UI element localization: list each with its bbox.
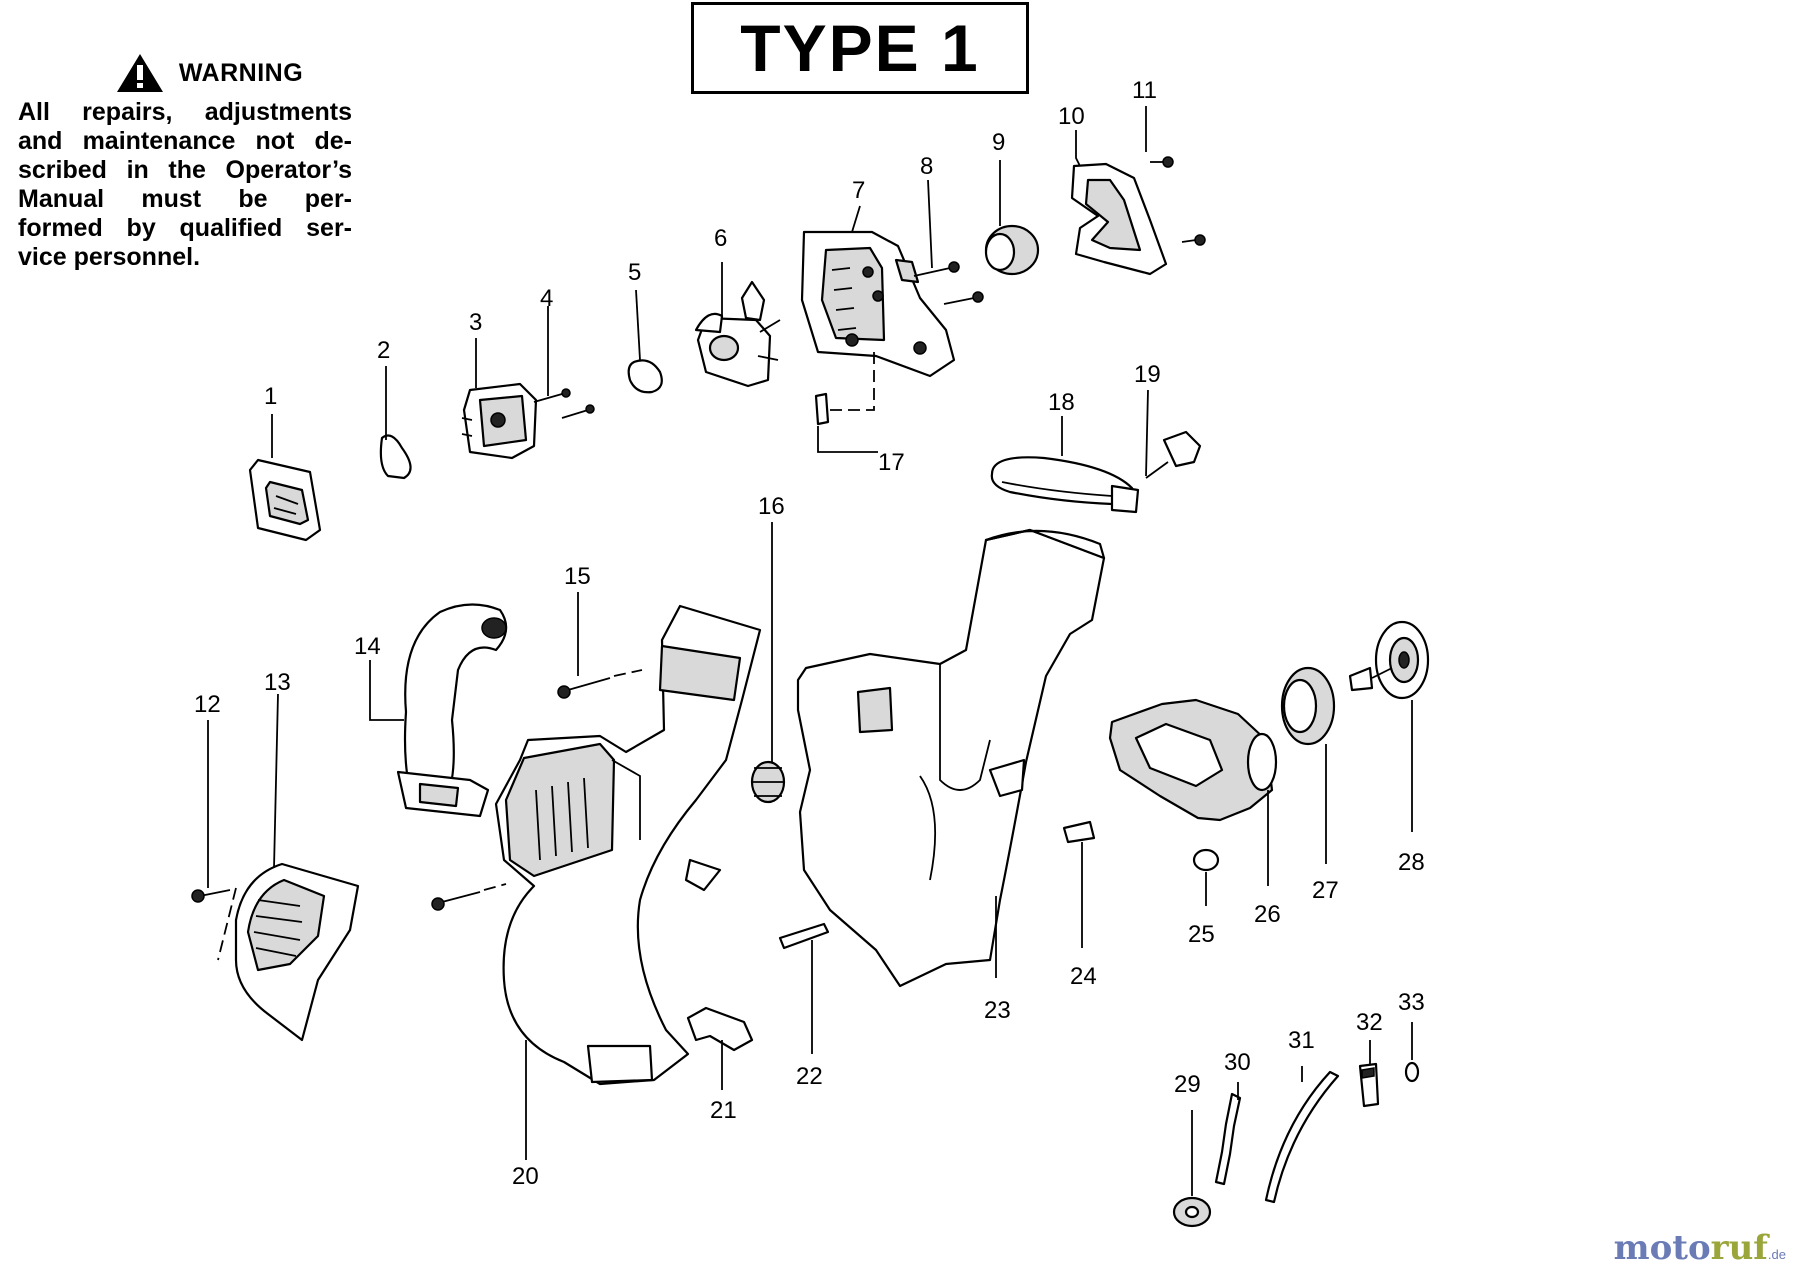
- callout-28: 28: [1398, 849, 1425, 876]
- warning-line: scribed in the Operator’s: [18, 156, 352, 184]
- part-30-tube: [1214, 1092, 1242, 1186]
- part-25-cap: [1192, 848, 1220, 872]
- part-20-housing: [494, 604, 762, 1086]
- part-17-clip: [814, 350, 875, 426]
- callout-1: 1: [264, 383, 277, 410]
- part-20-screw: [431, 883, 507, 911]
- warning-line: and maintenance not de-: [18, 127, 352, 155]
- callout-24: 24: [1070, 963, 1097, 990]
- warning-line: vice personnel.: [18, 243, 201, 271]
- part-8-screw: [913, 261, 984, 305]
- part-26-filter-body: [1108, 698, 1278, 822]
- callout-7: 7: [852, 177, 865, 204]
- part-31-tube: [1264, 1070, 1340, 1204]
- callout-26: 26: [1254, 901, 1281, 928]
- brand-part2: ruf: [1710, 1228, 1768, 1268]
- callout-19: 19: [1134, 361, 1161, 388]
- callout-22: 22: [796, 1063, 823, 1090]
- part-12-screw: [191, 887, 237, 961]
- callout-23: 23: [984, 997, 1011, 1024]
- callout-14: 14: [354, 633, 381, 660]
- part-21-clip: [686, 1006, 754, 1052]
- part-16-gear: [750, 760, 786, 804]
- callout-13: 13: [264, 669, 291, 696]
- part-2-plug: [379, 434, 412, 480]
- callout-4: 4: [540, 285, 553, 312]
- part-4-screw: [533, 388, 595, 419]
- callout-15: 15: [564, 563, 591, 590]
- callout-21: 21: [710, 1097, 737, 1124]
- callout-31: 31: [1288, 1027, 1315, 1054]
- brand-logo: motoruf.de: [1614, 1228, 1786, 1268]
- leader-lines: [207, 106, 1413, 1196]
- part-13-shroud: [234, 862, 360, 1042]
- warning-line: All repairs, adjustments: [18, 98, 352, 126]
- part-32-fuel-filter: [1358, 1062, 1380, 1108]
- callout-8: 8: [920, 153, 933, 180]
- callout-11: 11: [1132, 77, 1157, 104]
- part-3-muffler: [461, 382, 538, 460]
- part-33-washer: [1404, 1061, 1420, 1083]
- warning-title: WARNING: [178, 58, 304, 87]
- part-9-filter-element: [984, 224, 1040, 276]
- type-title: TYPE 1: [740, 11, 980, 85]
- callout-16: 16: [758, 493, 785, 520]
- part-11-screw: [1150, 156, 1206, 246]
- callout-27: 27: [1312, 877, 1339, 904]
- part-5-gasket: [627, 359, 663, 394]
- part-23-housing: [796, 528, 1106, 988]
- callout-25: 25: [1188, 921, 1215, 948]
- part-19-knob: [1145, 430, 1202, 479]
- callout-30: 30: [1224, 1049, 1251, 1076]
- part-15-screw: [557, 669, 643, 699]
- warning-line: formed by qualified ser-: [18, 214, 352, 242]
- brand-suffix: .de: [1767, 1247, 1786, 1262]
- part-24-grommet: [1062, 820, 1096, 844]
- part-10-cover: [1070, 162, 1168, 276]
- part-29-washer: [1172, 1196, 1212, 1228]
- warning-header: WARNING: [66, 52, 352, 94]
- callout-10: 10: [1058, 103, 1085, 130]
- part-14-handle: [396, 603, 508, 818]
- callout-17: 17: [878, 449, 905, 476]
- part-6-carburetor: [694, 280, 781, 388]
- part-27-ring: [1280, 666, 1336, 746]
- callout-33: 33: [1398, 989, 1425, 1016]
- brand-part1: moto: [1613, 1228, 1711, 1268]
- callout-29: 29: [1174, 1071, 1201, 1098]
- warning-triangle-icon: [116, 54, 163, 92]
- part-22-pin: [778, 922, 830, 950]
- callout-5: 5: [628, 259, 641, 286]
- callout-2: 2: [377, 337, 390, 364]
- callout-12: 12: [194, 691, 221, 718]
- type-title-box: TYPE 1: [691, 2, 1029, 94]
- warning-line: Manual must be per-: [18, 185, 352, 213]
- callout-32: 32: [1356, 1009, 1383, 1036]
- warning-text: All repairs, adjustments and maintenance…: [18, 98, 352, 272]
- part-18-clamp: [990, 456, 1140, 514]
- callout-18: 18: [1048, 389, 1075, 416]
- callout-labels: 1 2 3 4 5 6 7 8 9 10 11 12 13 14 15 16 1…: [194, 77, 1425, 1190]
- part-7-filter-housing: [800, 230, 956, 378]
- callout-20: 20: [512, 1163, 539, 1190]
- warning-block: WARNING All repairs, adjustments and mai…: [18, 52, 352, 272]
- part-28-fan: [1348, 620, 1430, 700]
- callout-9: 9: [992, 129, 1005, 156]
- part-1-gasket: [248, 458, 322, 542]
- callout-3: 3: [469, 309, 482, 336]
- callout-6: 6: [714, 225, 727, 252]
